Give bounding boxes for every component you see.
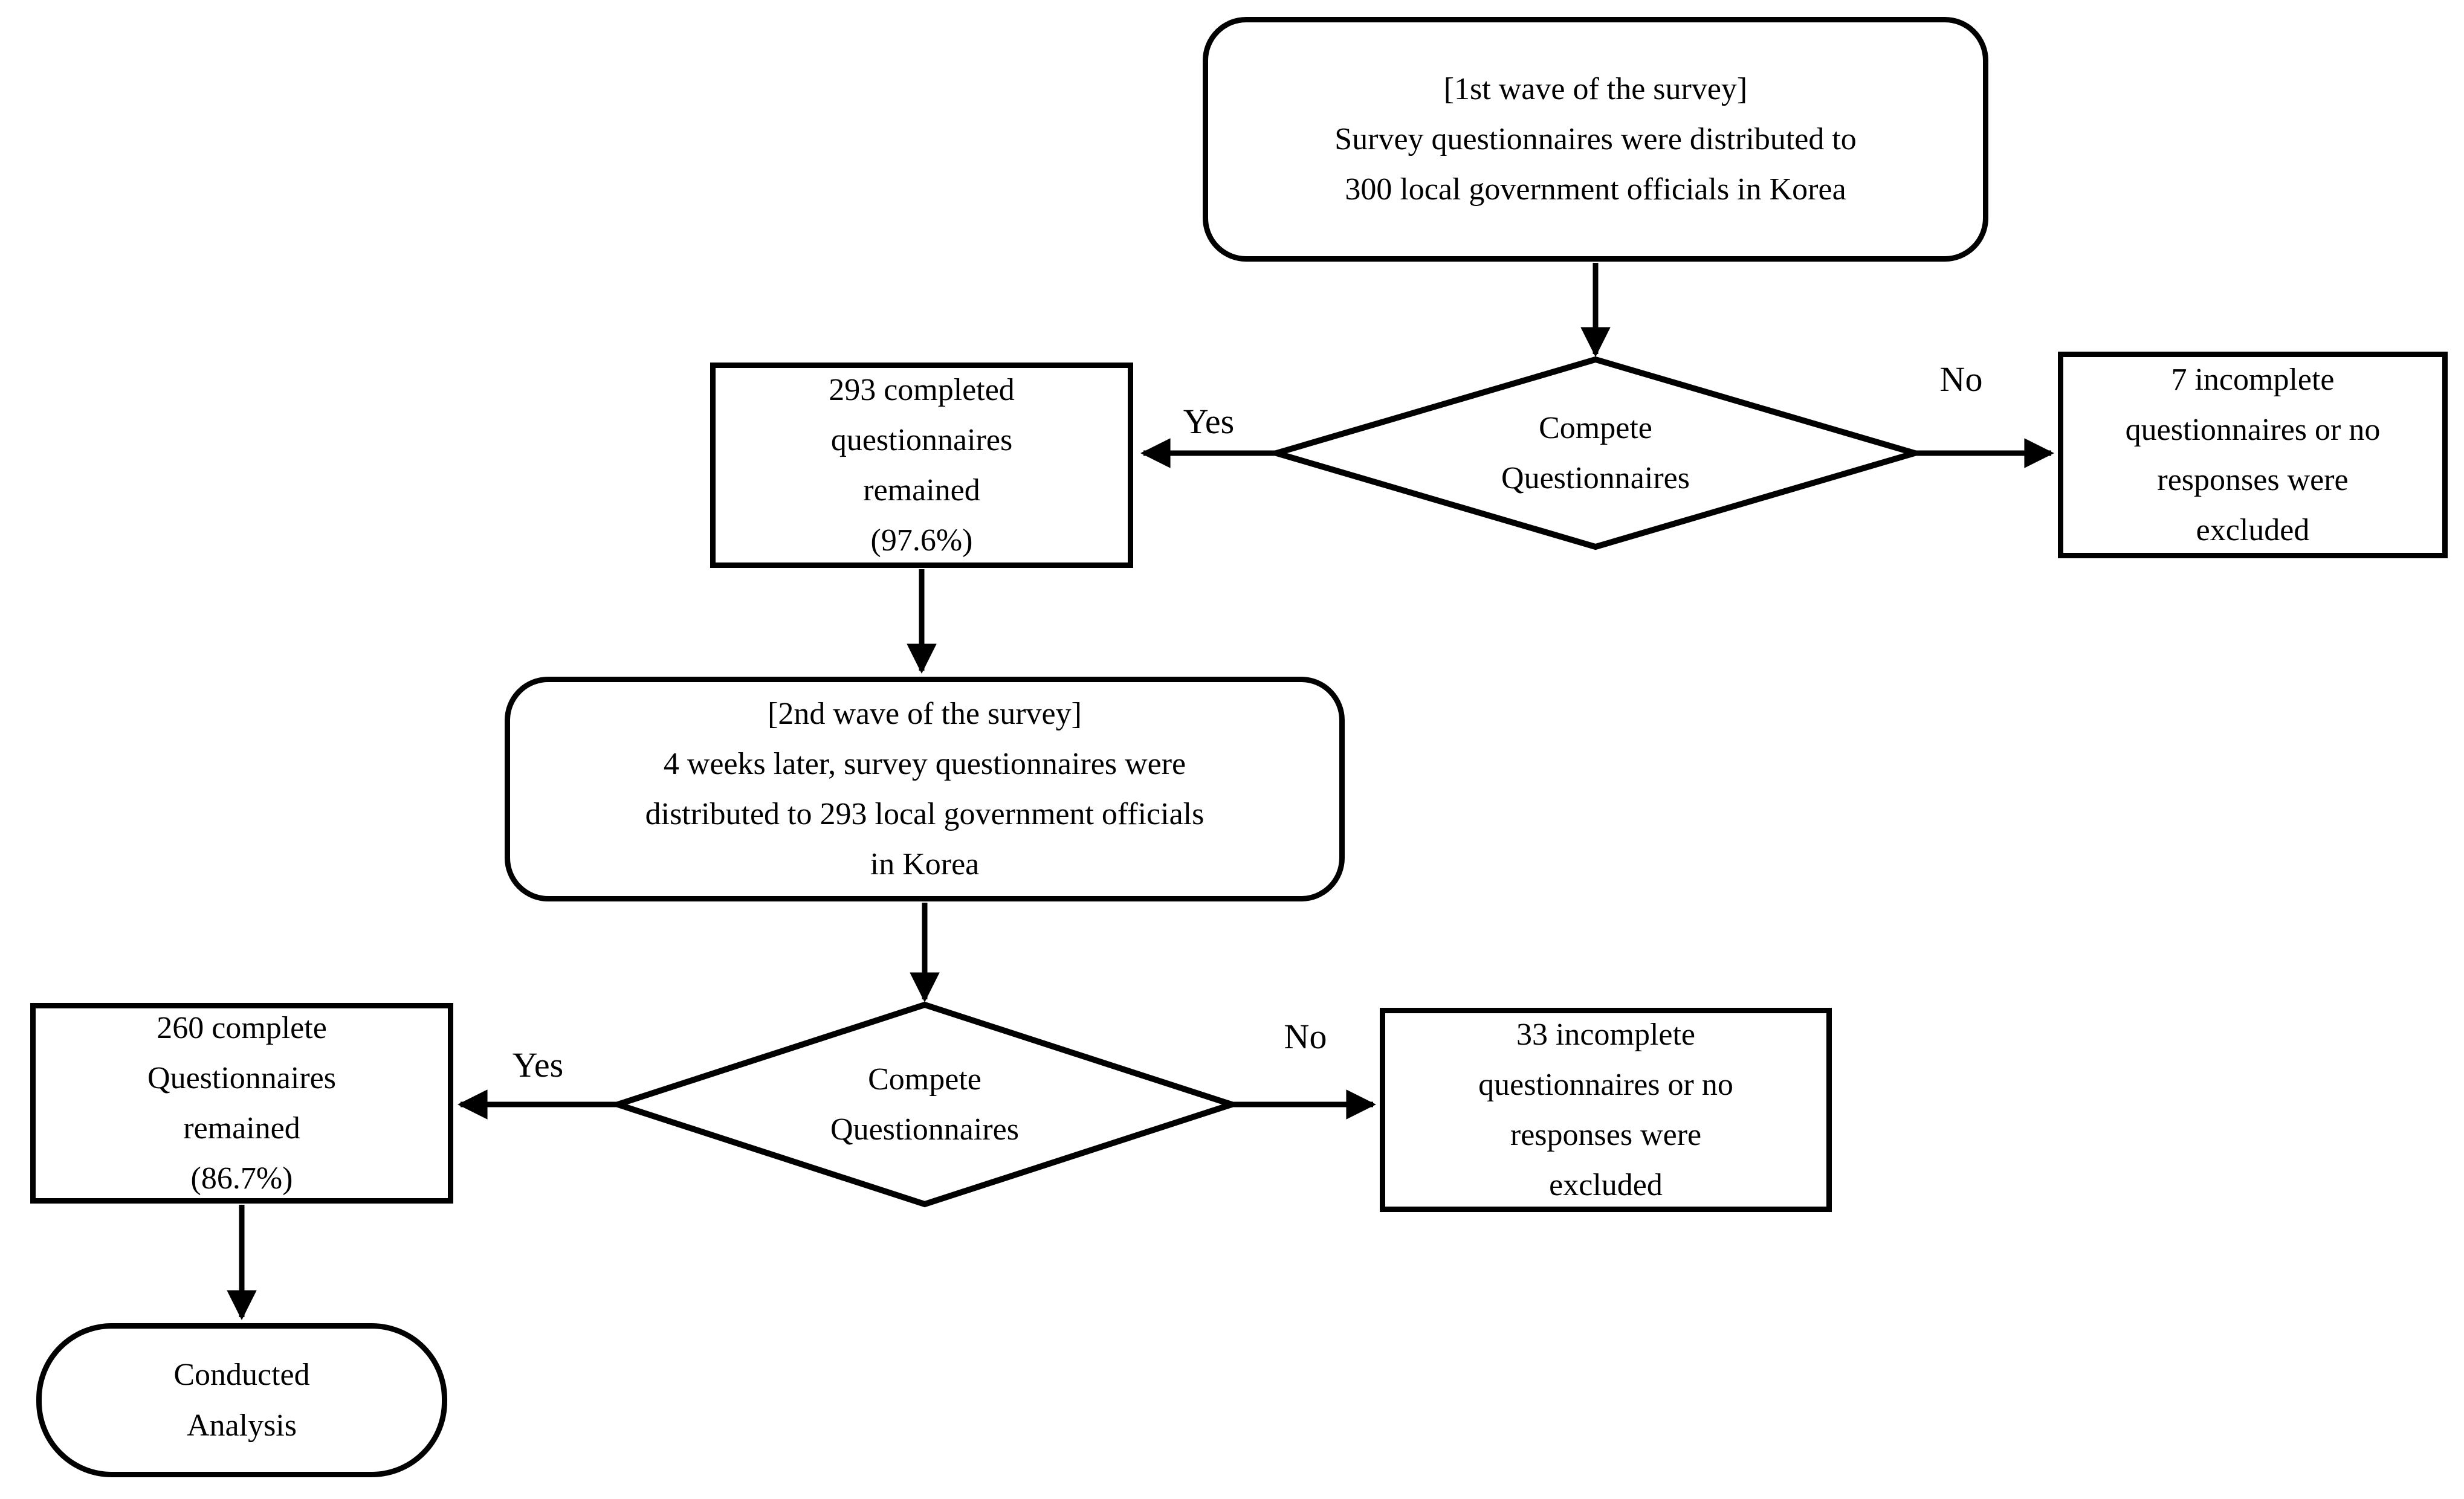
edge-label-no-2: No bbox=[1284, 1017, 1327, 1056]
node-remained1: 293 completed questionnaires remained (9… bbox=[710, 363, 1133, 568]
node-excluded1: 7 incomplete questionnaires or no respon… bbox=[2058, 352, 2448, 558]
edge-label-no-1: No bbox=[1939, 359, 1983, 399]
decision-diamond-2 bbox=[607, 1001, 1242, 1208]
node-conducted-analysis: Conducted Analysis bbox=[36, 1323, 447, 1477]
node-remained2: 260 complete Questionnaires remained (86… bbox=[30, 1003, 453, 1204]
decision-diamond-1 bbox=[1266, 356, 1926, 550]
node-excluded2: 33 incomplete questionnaires or no respo… bbox=[1380, 1008, 1832, 1212]
node-wave2: [2nd wave of the survey] 4 weeks later, … bbox=[505, 677, 1345, 901]
edge-label-yes-1: Yes bbox=[1183, 402, 1235, 441]
node-wave1-start: [1st wave of the survey] Survey question… bbox=[1203, 17, 1988, 262]
edge-label-yes-2: Yes bbox=[512, 1045, 564, 1085]
